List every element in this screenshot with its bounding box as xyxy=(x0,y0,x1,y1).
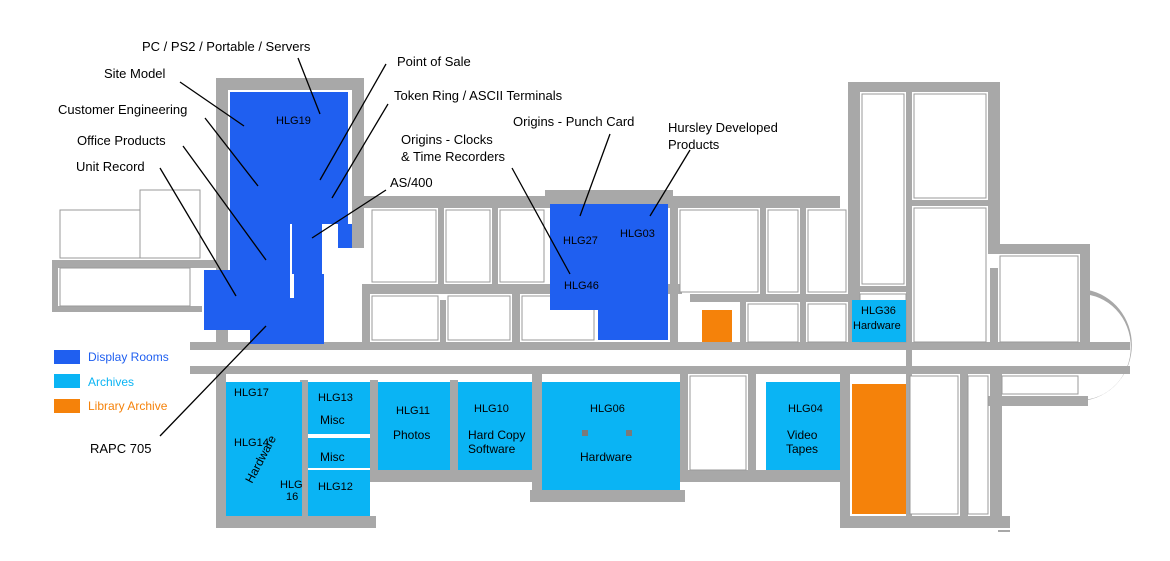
callout-origins-clocks-2: & Time Recorders xyxy=(401,149,506,164)
callout-site-model: Site Model xyxy=(104,66,166,81)
room-hlg11[interactable] xyxy=(378,382,450,470)
callout-as400: AS/400 xyxy=(390,175,433,190)
label-hlg10: HLG10 xyxy=(474,403,509,415)
callout-token-ring: Token Ring / ASCII Terminals xyxy=(394,88,563,103)
room-hlg13[interactable] xyxy=(308,382,370,434)
label-hlg17: HLG17 xyxy=(234,387,269,399)
callout-customer-engineering: Customer Engineering xyxy=(58,102,187,117)
label-hlg10-desc-1: Hard Copy xyxy=(468,428,525,442)
label-hlg46: HLG46 xyxy=(564,280,599,292)
label-hlg16-b: 16 xyxy=(286,491,298,503)
room-hlg46[interactable] xyxy=(550,256,598,310)
label-hlg04-desc-2: Tapes xyxy=(786,442,818,456)
room-point-of-sale[interactable] xyxy=(290,152,348,224)
legend-display-rooms: Display Rooms xyxy=(88,350,169,364)
legend-archives: Archives xyxy=(88,375,134,389)
map-legend: Display Rooms Archives Library Archive xyxy=(54,350,169,413)
callout-hursley-2: Products xyxy=(668,137,720,152)
room-hlg10[interactable] xyxy=(458,382,532,470)
label-misc: Misc xyxy=(320,450,345,464)
display-rooms xyxy=(204,92,668,344)
library-rooms xyxy=(702,310,906,514)
label-hlg36-desc: Hardware xyxy=(853,320,901,332)
label-hlg11: HLG11 xyxy=(396,405,430,417)
label-hlg36: HLG36 xyxy=(861,305,896,317)
room-hlg19[interactable] xyxy=(230,92,348,152)
label-hlg04-desc-1: Video xyxy=(787,428,818,442)
callout-point-of-sale: Point of Sale xyxy=(397,54,471,69)
callout-labels: PC / PS2 / Portable / Servers Site Model… xyxy=(58,39,778,456)
label-hlg14: HLG14 xyxy=(234,437,269,449)
label-hlg06-desc: Hardware xyxy=(580,450,632,464)
room-rapc-705[interactable] xyxy=(250,298,294,344)
label-hlg13-desc: Misc xyxy=(320,413,345,427)
room-library-large[interactable] xyxy=(852,384,906,514)
callout-pc: PC / PS2 / Portable / Servers xyxy=(142,39,311,54)
room-hlg06[interactable] xyxy=(542,382,680,490)
callout-origins-punch-card: Origins - Punch Card xyxy=(513,114,634,129)
label-hlg10-desc-2: Software xyxy=(468,442,516,456)
archive-rooms xyxy=(226,300,906,516)
room-hlg36[interactable] xyxy=(852,300,906,342)
callout-leaders xyxy=(159,57,691,437)
callout-origins-clocks-1: Origins - Clocks xyxy=(401,132,493,147)
label-hlg13: HLG13 xyxy=(318,392,353,404)
room-as400[interactable] xyxy=(292,224,322,274)
label-hlg11-desc: Photos xyxy=(393,428,430,442)
building-walls xyxy=(52,78,1132,532)
room-hlg04[interactable] xyxy=(766,382,840,470)
label-hlg27: HLG27 xyxy=(563,235,598,247)
room-hlg03[interactable] xyxy=(598,204,668,340)
room-library-small[interactable] xyxy=(702,310,732,342)
callout-hursley-1: Hursley Developed xyxy=(668,120,778,135)
room-unit-record[interactable] xyxy=(204,270,250,330)
unassigned-rooms xyxy=(59,93,1079,515)
label-hlg12: HLG12 xyxy=(318,481,353,493)
room-hlg17[interactable] xyxy=(226,382,302,424)
legend-swatch-library xyxy=(54,399,80,413)
legend-swatch-archives xyxy=(54,374,80,388)
label-hlg19: HLG19 xyxy=(276,115,311,127)
label-hlg03: HLG03 xyxy=(620,228,655,240)
room-misc[interactable] xyxy=(308,438,370,468)
room-hlg12[interactable] xyxy=(308,470,370,516)
legend-swatch-display xyxy=(54,350,80,364)
callout-office-products: Office Products xyxy=(77,133,166,148)
callout-unit-record: Unit Record xyxy=(76,159,145,174)
legend-library-archive: Library Archive xyxy=(88,399,168,413)
callout-rapc-705: RAPC 705 xyxy=(90,441,151,456)
room-hlg14[interactable] xyxy=(226,424,302,516)
label-hlg16-a: HLG xyxy=(280,479,303,491)
label-hlg04: HLG04 xyxy=(788,403,823,415)
label-hlg06: HLG06 xyxy=(590,403,625,415)
